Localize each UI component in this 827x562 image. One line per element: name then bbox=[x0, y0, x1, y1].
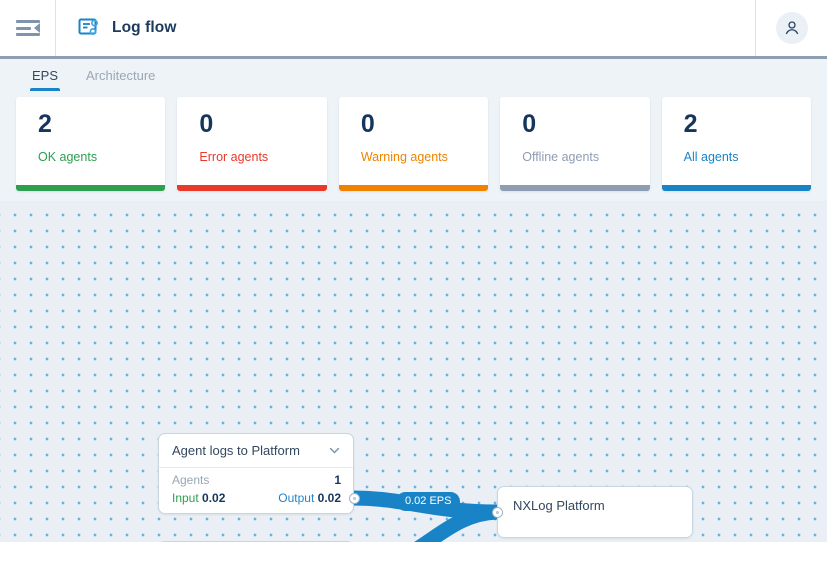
tab-architecture-label: Architecture bbox=[86, 67, 156, 83]
tab-eps-label: EPS bbox=[32, 67, 59, 83]
stat-card-all-agents[interactable]: 2 All agents bbox=[661, 97, 812, 191]
input-value: 0.02 bbox=[202, 491, 226, 505]
stat-label: OK agents bbox=[38, 150, 98, 164]
log-flow-canvas[interactable]: Agent logs to Platform Agents 1 Input 0.… bbox=[0, 201, 827, 542]
flow-edges bbox=[345, 490, 505, 542]
sidebar-toggle-container bbox=[0, 0, 56, 56]
stat-value: 2 bbox=[38, 110, 52, 138]
stat-label: Warning agents bbox=[360, 150, 448, 164]
user-avatar-icon[interactable] bbox=[775, 12, 808, 44]
stat-accent-bar bbox=[661, 185, 812, 191]
input-label: Input bbox=[172, 491, 199, 505]
node-title: Agent logs to Platform bbox=[172, 443, 300, 458]
flow-node-windows-security-events[interactable]: Windows security events Agents 1 Input 0… bbox=[158, 541, 354, 542]
log-flow-icon bbox=[78, 17, 100, 39]
stat-accent-bar bbox=[338, 185, 489, 191]
node-agents-row: Agents 1 bbox=[159, 468, 353, 489]
stat-value: 0 bbox=[360, 110, 375, 138]
stat-card-warning-agents[interactable]: 0 Warning agents bbox=[338, 97, 489, 191]
flow-node-nxlog-platform[interactable]: NXLog Platform bbox=[492, 486, 693, 538]
stat-accent-bar bbox=[177, 185, 327, 191]
user-menu-container bbox=[756, 0, 827, 56]
flow-node-agent-logs-to-platform[interactable]: Agent logs to Platform Agents 1 Input 0.… bbox=[158, 433, 360, 514]
edge-windows-security-to-nxlog bbox=[413, 504, 505, 542]
agents-label: Agents bbox=[172, 473, 210, 487]
top-bar: Log flow bbox=[0, 0, 827, 59]
stat-value: 0 bbox=[199, 110, 214, 138]
node-title: NXLog Platform bbox=[513, 498, 605, 513]
stat-value: 0 bbox=[522, 110, 537, 138]
node-input-port[interactable] bbox=[492, 507, 503, 518]
edge-label-0-02-eps[interactable]: 0.02 EPS bbox=[396, 492, 461, 511]
stat-label: Offline agents bbox=[522, 150, 600, 164]
tab-architecture[interactable]: Architecture bbox=[72, 59, 169, 91]
page-title: Log flow bbox=[112, 19, 177, 36]
node-output-port[interactable] bbox=[349, 493, 360, 504]
node-io-row: Input 0.02 Output 0.02 bbox=[159, 489, 353, 513]
hamburger-collapse-icon[interactable] bbox=[15, 19, 40, 37]
page-title-container: Log flow bbox=[56, 0, 756, 56]
stat-value: 2 bbox=[683, 110, 698, 138]
stat-accent-bar bbox=[500, 185, 650, 191]
stat-card-error-agents[interactable]: 0 Error agents bbox=[177, 97, 327, 191]
agents-value: 1 bbox=[334, 473, 341, 487]
tab-eps[interactable]: EPS bbox=[18, 59, 72, 91]
output-value: 0.02 bbox=[317, 491, 341, 505]
chevron-down-icon[interactable] bbox=[328, 444, 341, 457]
stat-label: Error agents bbox=[199, 150, 269, 164]
tab-bar: EPS Architecture bbox=[0, 59, 827, 91]
stat-label: All agents bbox=[683, 150, 739, 164]
stat-accent-bar bbox=[16, 185, 166, 191]
node-header[interactable]: Agent logs to Platform bbox=[159, 434, 353, 468]
stat-card-offline-agents[interactable]: 0 Offline agents bbox=[500, 97, 650, 191]
stat-card-ok-agents[interactable]: 2 OK agents bbox=[16, 97, 166, 191]
output-label: Output bbox=[278, 491, 315, 505]
agent-status-summary: 2 OK agents 0 Error agents 0 Warning age… bbox=[0, 91, 827, 201]
